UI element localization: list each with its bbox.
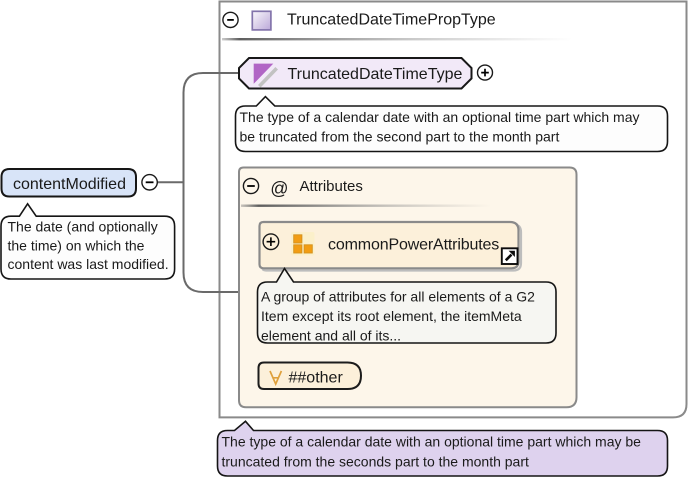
svg-text:content was last modified.: content was last modified. (8, 256, 169, 272)
svg-text:The date (and optionally: The date (and optionally (8, 219, 158, 235)
svg-text:TruncatedDateTimePropType: TruncatedDateTimePropType (287, 12, 496, 29)
svg-text:@: @ (270, 178, 288, 198)
svg-text:##other: ##other (289, 370, 344, 387)
svg-text:The type of a calendar date wi: The type of a calendar date with an opti… (222, 433, 642, 449)
svg-text:commonPowerAttributes: commonPowerAttributes (328, 236, 499, 253)
svg-text:A group of attributes for all: A group of attributes for all elements o… (261, 289, 535, 305)
svg-text:truncated from the seconds par: truncated from the seconds part to the m… (222, 453, 530, 469)
svg-text:Item except its root element,: Item except its root element, the itemMe… (261, 308, 522, 324)
svg-text:TruncatedDateTimeType: TruncatedDateTimeType (288, 66, 463, 83)
svg-text:element and all of its...: element and all of its... (261, 327, 401, 343)
svg-text:The type of a calendar date wi: The type of a calendar date with an opti… (240, 109, 640, 125)
svg-text:be truncated from the second p: be truncated from the second part to the… (240, 129, 560, 145)
svg-text:Attributes: Attributes (300, 178, 363, 195)
svg-text:the time) on which the: the time) on which the (8, 237, 145, 253)
svg-text:contentModified: contentModified (13, 176, 126, 193)
